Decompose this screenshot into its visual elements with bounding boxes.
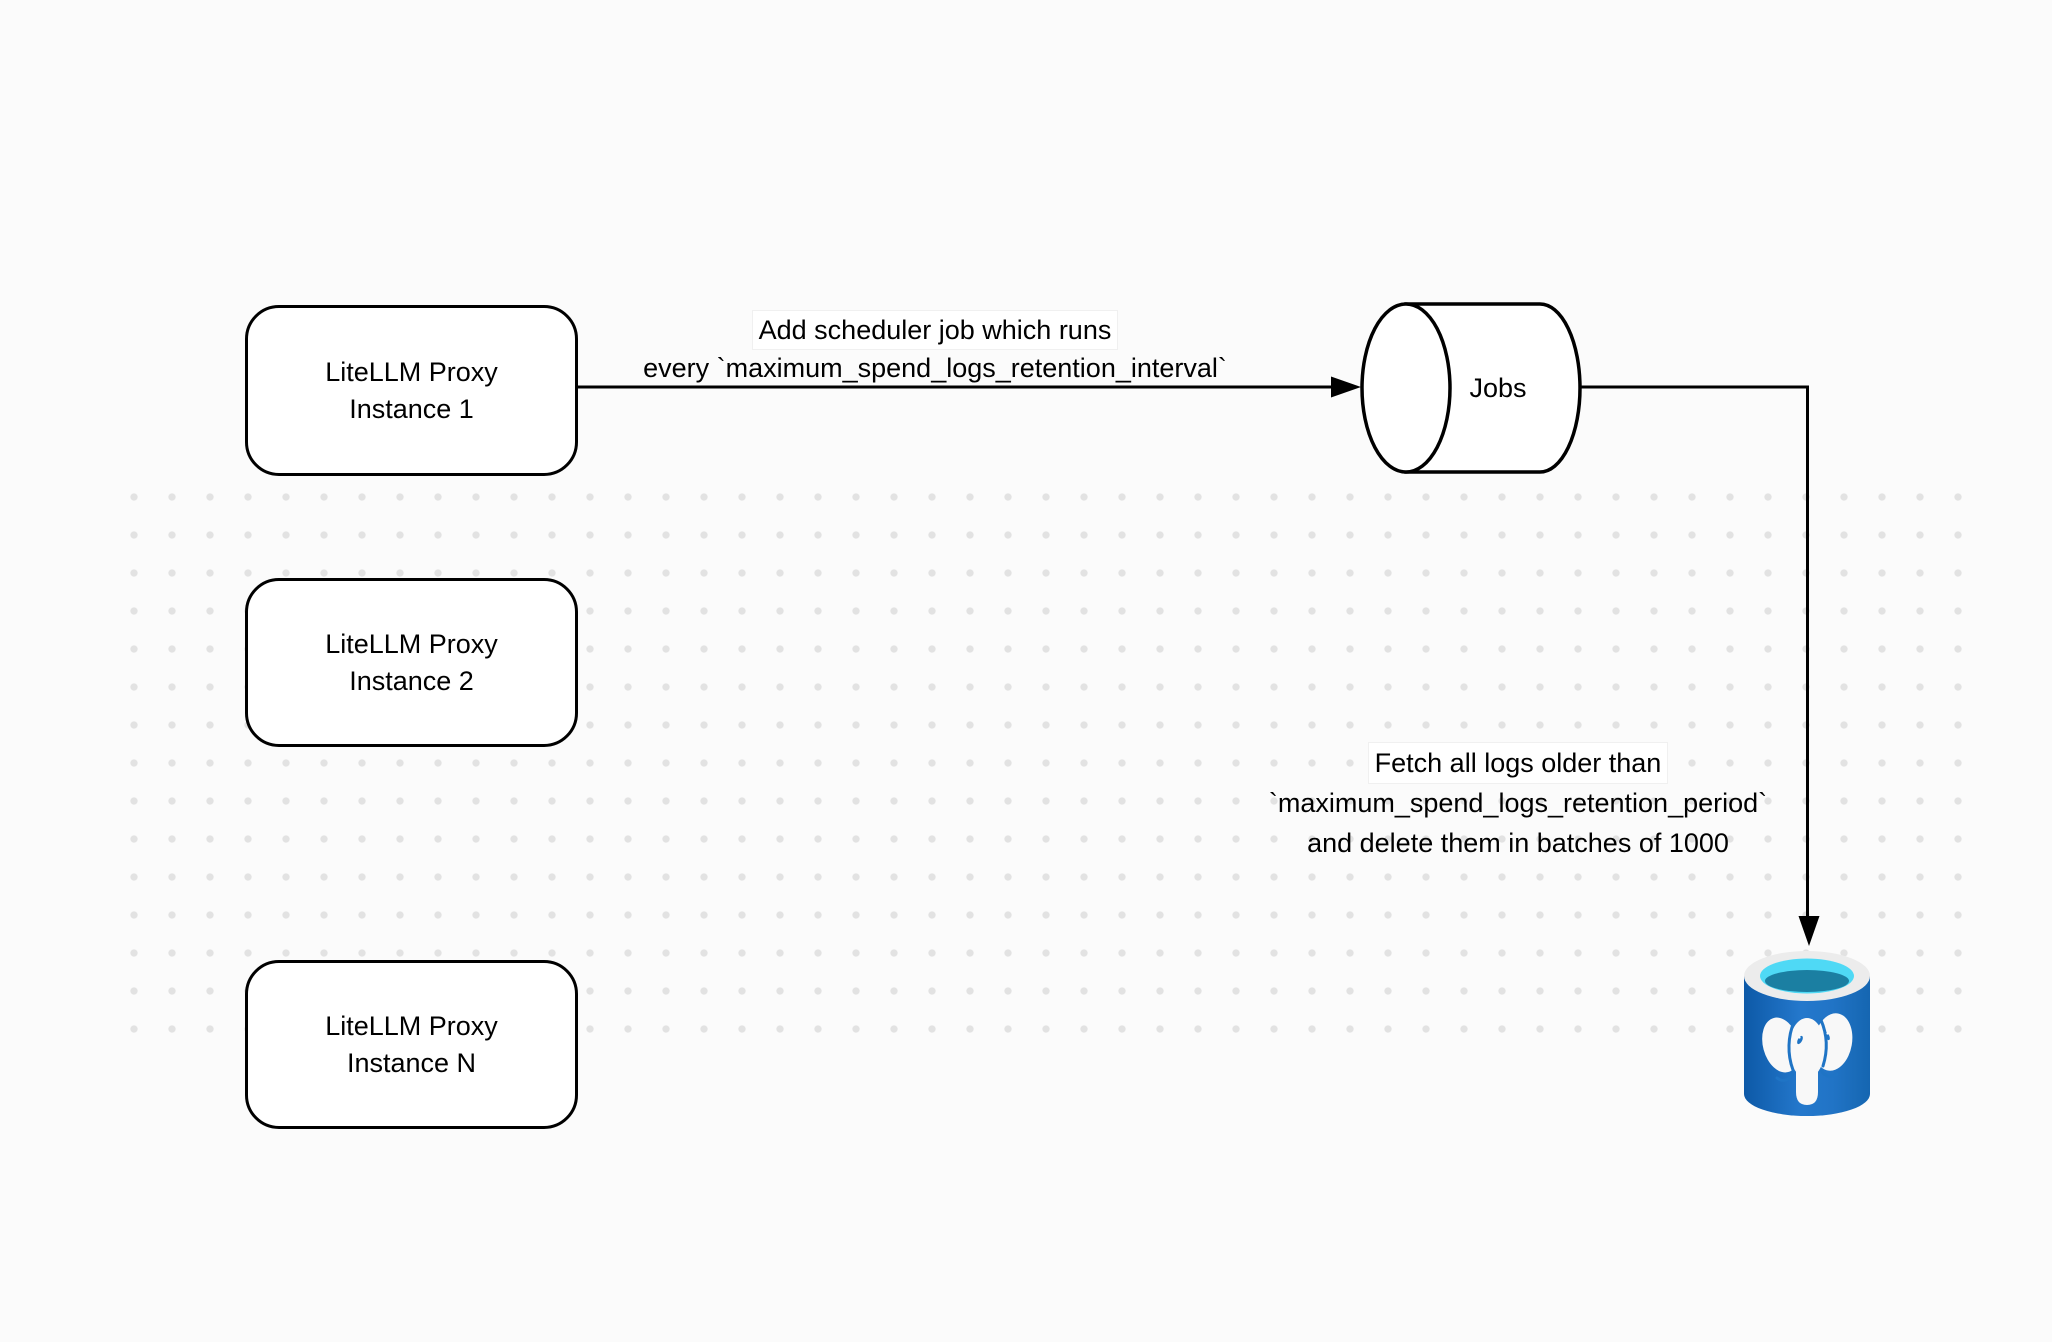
edge-label-text: `maximum_spend_logs_retention_period` [1268,788,1768,818]
edge-label-text: and delete them in batches of 1000 [1307,828,1729,858]
edge-label-text: every `maximum_spend_logs_retention_inte… [643,353,1227,383]
node-label-line: Instance 1 [349,393,474,424]
node-label-line: Instance N [346,1047,477,1078]
edge-label-text: Fetch all logs older than [1368,743,1668,783]
edge-label-text: Add scheduler job which runs [752,311,1118,349]
postgresql-database-icon [1744,951,1870,1116]
arrow-jobs-to-database [1580,385,1820,946]
proxy-instance-2-node: LiteLLM Proxy Instance 2 [245,578,578,747]
node-label-line: LiteLLM Proxy [325,628,498,659]
jobs-node-label: Jobs [1469,373,1527,403]
jobs-queue-node [1360,302,1582,474]
edge-label-scheduler: Add scheduler job which runs every `maxi… [535,311,1335,387]
edge-label-fetch-delete: Fetch all logs older than `maximum_spend… [1218,743,1818,863]
arrow-proxy1-to-jobs [570,376,1361,398]
node-label-line: Instance 2 [349,665,474,696]
node-label-line: LiteLLM Proxy [325,1010,498,1041]
node-label-line: LiteLLM Proxy [325,356,498,387]
proxy-instance-1-node: LiteLLM Proxy Instance 1 [245,305,578,476]
postgres-elephant-glyph [1762,1013,1853,1105]
proxy-instance-n-node: LiteLLM Proxy Instance N [245,960,578,1129]
